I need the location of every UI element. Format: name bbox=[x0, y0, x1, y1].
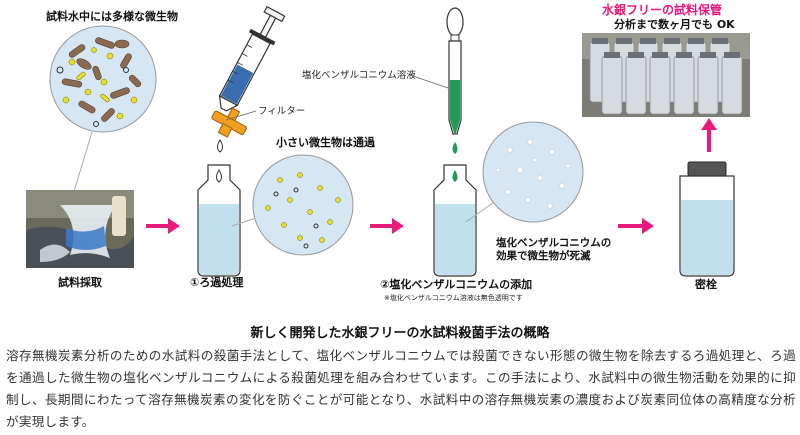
label-small-microbes: 小さい微生物は通過 bbox=[275, 135, 376, 149]
label-bac-solution: 塩化ベンザルコニウム溶液 bbox=[302, 69, 416, 81]
label-months-ok: 分析まで数ヶ月でも OK bbox=[614, 17, 735, 31]
label-bac-note: ※塩化ベンザルコニウム溶液は無色透明です bbox=[384, 293, 523, 302]
vials-photo bbox=[582, 33, 750, 117]
description-text: 溶存無機炭素分析のための水試料の殺菌手法として、塩化ベンザルコニウムでは殺菌でき… bbox=[6, 348, 796, 429]
arrow-icon bbox=[146, 118, 717, 234]
pipette-icon bbox=[446, 7, 464, 154]
killed-microbe-circle bbox=[482, 121, 584, 223]
label-microbes: 試料水中には多様な微生物 bbox=[46, 9, 178, 23]
label-filtration: ①ろ過処理 bbox=[190, 275, 243, 289]
filter-icon bbox=[211, 107, 247, 138]
figure-caption: 新しく開発した水銀フリーの水試料殺菌手法の概略 bbox=[250, 326, 550, 341]
bottle-icon bbox=[433, 164, 477, 277]
label-bac-kills-2: 効果で微生物が死滅 bbox=[496, 249, 591, 262]
label-bac-kills: 塩化ベンザルコニウムの bbox=[496, 236, 611, 249]
label-seal: 密栓 bbox=[695, 277, 717, 291]
sampling-photo bbox=[26, 190, 134, 268]
label-filter: フィルター bbox=[258, 106, 305, 117]
microbe-magnified-circle bbox=[49, 25, 157, 133]
label-bac-addition: ②塩化ベンザルコニウムの添加 bbox=[380, 277, 532, 291]
syringe-icon bbox=[218, 5, 286, 112]
bottle-icon bbox=[197, 164, 241, 277]
label-mercury-free: 水銀フリーの試料保管 bbox=[602, 2, 722, 17]
sealed-bottle-icon bbox=[679, 161, 735, 277]
process-diagram: 試料水中には多様な微生物 試料採取 bbox=[26, 2, 750, 302]
label-sampling: 試料採取 bbox=[58, 275, 102, 289]
filtered-microbe-circle bbox=[252, 154, 354, 256]
